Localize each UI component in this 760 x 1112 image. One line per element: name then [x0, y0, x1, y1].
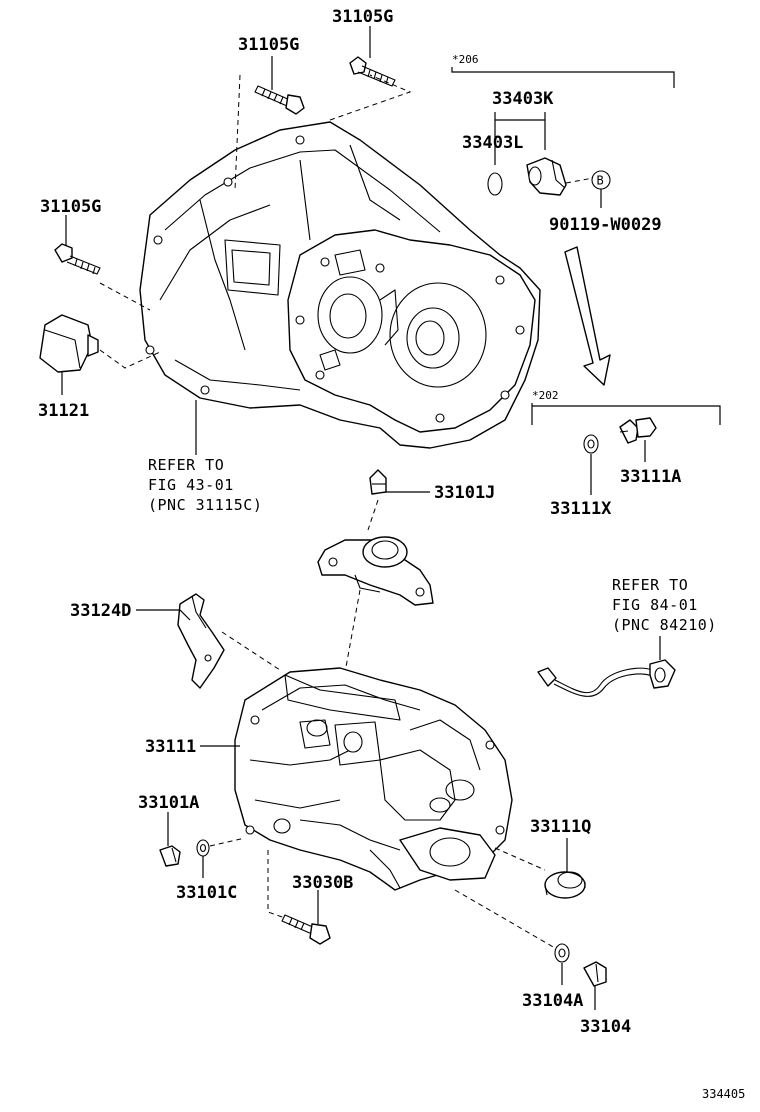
- label-33111a: 33111A: [620, 467, 681, 487]
- housing-ref-line-2: FIG 43-01: [148, 476, 234, 494]
- label-33101a: 33101A: [138, 793, 199, 813]
- label-90119-w0029: 90119-W0029: [549, 215, 662, 235]
- plug-31121[interactable]: [39, 314, 99, 373]
- washer-33111x[interactable]: [583, 434, 599, 454]
- label-33030b: 33030B: [292, 873, 353, 893]
- plug-33104[interactable]: [583, 961, 607, 987]
- housing-ref-line-3: (PNC 31115C): [148, 496, 262, 514]
- label-31105g-top: 31105G: [332, 7, 393, 27]
- label-33403l: 33403L: [462, 133, 523, 153]
- label-33104a: 33104A: [522, 991, 583, 1011]
- label-33101j: 33101J: [434, 483, 495, 503]
- drain-plug-33101a[interactable]: [159, 845, 181, 867]
- harness-ref-line-3: (PNC 84210): [612, 616, 717, 634]
- label-31121: 31121: [38, 401, 89, 421]
- housing-reference-note: REFER TO FIG 43-01 (PNC 31115C): [148, 456, 262, 514]
- bolt-31105g-left[interactable]: [54, 243, 101, 275]
- group-202-label: *202: [532, 389, 559, 402]
- harness-ref-line-2: FIG 84-01: [612, 596, 698, 614]
- figure-number: 334405: [702, 1087, 745, 1101]
- arrow-icon: [564, 246, 611, 386]
- gasket-33104a[interactable]: [554, 943, 570, 963]
- wire-harness[interactable]: [537, 659, 676, 697]
- label-33124d: 33124D: [70, 601, 131, 621]
- bolt-b-marker: B: [591, 170, 611, 190]
- gasket-33101c[interactable]: [196, 839, 210, 857]
- label-33403k: 33403K: [492, 89, 554, 109]
- label-33111q: 33111Q: [530, 817, 591, 837]
- shift-cover[interactable]: [317, 536, 434, 606]
- harness-reference-note: REFER TO FIG 84-01 (PNC 84210): [612, 576, 717, 634]
- transaxle-housing[interactable]: [139, 121, 541, 449]
- label-33111x: 33111X: [550, 499, 612, 519]
- breather-plug-33101j[interactable]: [369, 469, 387, 495]
- bolt-31105g-mid[interactable]: [254, 85, 305, 115]
- oring-33403l[interactable]: [487, 172, 503, 196]
- oil-seal-33111q[interactable]: [544, 871, 586, 899]
- bracket-33124d[interactable]: [177, 593, 225, 689]
- housing-ref-line-1: REFER TO: [148, 456, 224, 474]
- label-33101c: 33101C: [176, 883, 237, 903]
- label-33111: 33111: [145, 737, 196, 757]
- label-31105g-left: 31105G: [40, 197, 101, 217]
- bolt-33030b[interactable]: [281, 914, 331, 945]
- transmission-case-33111[interactable]: [234, 667, 513, 891]
- bolt-33111a[interactable]: [619, 417, 657, 444]
- label-33104: 33104: [580, 1017, 631, 1037]
- circle-b-text: B: [597, 174, 604, 188]
- group-206-label: *206: [452, 53, 479, 66]
- harness-ref-line-1: REFER TO: [612, 576, 688, 594]
- speed-sensor-33403k[interactable]: [526, 157, 567, 196]
- label-31105g-mid: 31105G: [238, 35, 299, 55]
- bolt-31105g-top[interactable]: [349, 56, 396, 87]
